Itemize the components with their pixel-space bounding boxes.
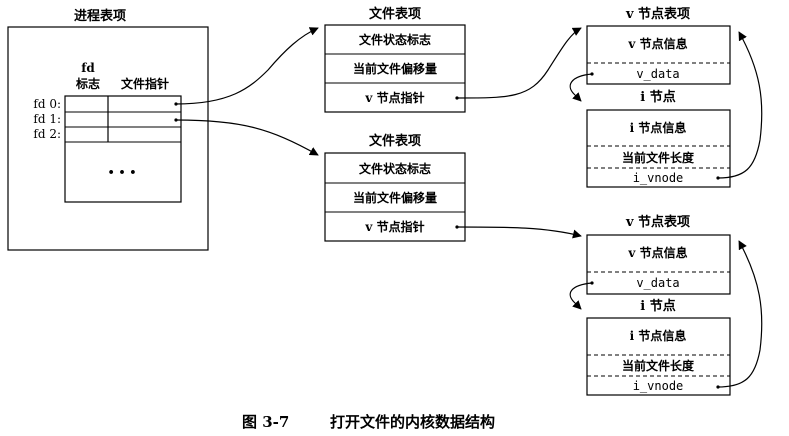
fd-1-label: fd 1: [33, 112, 61, 126]
inode-2-to-vnode-2-arrow [717, 240, 763, 388]
file-table-1-offset: 当前文件偏移量 [353, 61, 437, 76]
file-table-entry-1: 文件表项 文件状态标志 当前文件偏移量 v 节点指针 [324, 6, 466, 113]
fd0-to-file-table-1-arrow [175, 27, 319, 105]
process-table-entry: 进程表项 fd 标志 文件指针 fd 0: fd 1: fd 2: • • • [7, 8, 209, 251]
file-table-entry-2: 文件表项 文件状态标志 当前文件偏移量 v 节点指针 [324, 133, 466, 242]
fd-column-header-line1: fd [81, 61, 95, 75]
vnode-1-info: v 节点信息 [627, 36, 687, 51]
vnode-2-border [586, 234, 731, 295]
vnode-group-1: v 节点表项 v 节点信息 v_data i 节点 i 节点信息 当前文件长度 … [586, 6, 731, 188]
vnode-2-to-inode-2-arrow [569, 282, 593, 310]
figure-number: 图 3-7 [242, 413, 289, 431]
file-table-2-vnode-pointer: v 节点指针 [364, 219, 424, 234]
inode-1-border [586, 109, 731, 188]
fd-2-label: fd 2: [33, 127, 61, 141]
figure-caption: 图 3-7 打开文件的内核数据结构 [242, 413, 495, 431]
file-table-1-title: 文件表项 [369, 6, 421, 22]
inode-1-title: i 节点 [640, 89, 675, 105]
inode-1-i-vnode: i_vnode [633, 171, 684, 185]
fd-table [64, 95, 182, 203]
file-table-2-offset: 当前文件偏移量 [353, 190, 437, 205]
inode-2-info: i 节点信息 [630, 328, 687, 343]
vnode-1-v-data: v_data [636, 67, 679, 81]
inode-2-border [586, 317, 731, 396]
inode-1-file-length: 当前文件长度 [622, 150, 695, 165]
fd1-to-file-table-2-arrow [175, 119, 319, 156]
vnode-group-2: v 节点表项 v 节点信息 v_data i 节点 i 节点信息 当前文件长度 … [586, 214, 731, 396]
file-pointer-column-header: 文件指针 [121, 76, 169, 91]
process-table-border [7, 26, 209, 251]
file-table-1-vnode-pointer: v 节点指针 [364, 90, 424, 105]
file-table-1-border [324, 24, 466, 113]
pointer-arrows [175, 27, 763, 388]
vnode-1-border [586, 25, 731, 85]
file-table-2-to-vnode-2-arrow [456, 226, 582, 239]
fd-ellipsis: • • • [108, 166, 137, 179]
inode-2-i-vnode: i_vnode [633, 379, 684, 393]
inode-1-info: i 节点信息 [630, 120, 687, 135]
vnode-2-v-data: v_data [636, 276, 679, 290]
figure-title: 打开文件的内核数据结构 [330, 413, 495, 431]
file-table-1-status-flags: 文件状态标志 [359, 32, 431, 47]
inode-1-to-vnode-1-arrow [717, 31, 763, 179]
fd-0-label: fd 0: [33, 97, 61, 111]
fd-column-header-line2: 标志 [75, 76, 100, 91]
vnode-2-info: v 节点信息 [627, 245, 687, 260]
file-table-1-to-vnode-1-arrow [456, 27, 582, 99]
process-table-title: 进程表项 [74, 8, 126, 24]
file-table-2-border [324, 152, 466, 242]
inode-2-file-length: 当前文件长度 [622, 358, 695, 373]
vnode-2-title: v 节点表项 [625, 214, 690, 230]
file-table-2-status-flags: 文件状态标志 [359, 161, 431, 176]
vnode-1-title: v 节点表项 [625, 6, 690, 22]
file-table-2-title: 文件表项 [369, 133, 421, 149]
vnode-1-to-inode-1-arrow [569, 73, 593, 102]
inode-2-title: i 节点 [640, 298, 675, 314]
